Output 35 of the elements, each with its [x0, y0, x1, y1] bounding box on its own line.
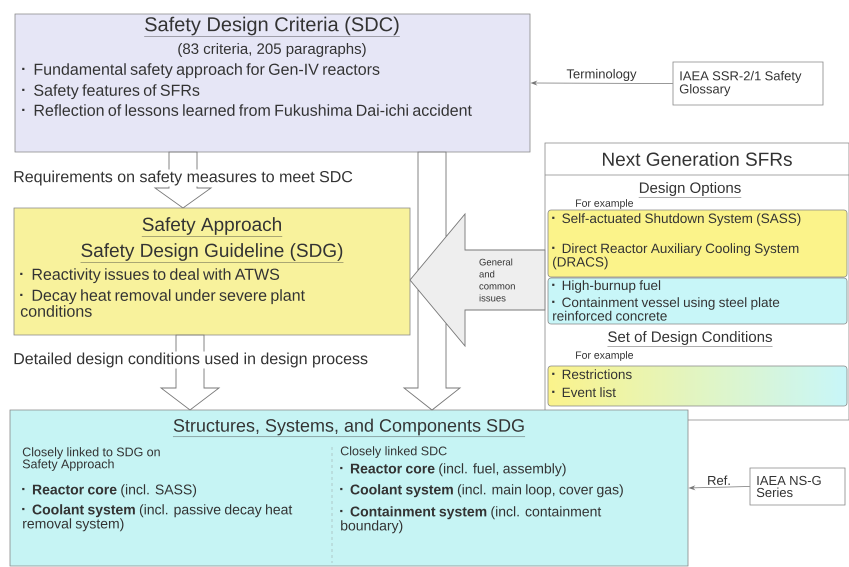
edge-label: Ref.	[706, 474, 732, 486]
annotation-text: Detailed design conditions used in design process	[12, 352, 370, 368]
box-heading: Safety Design Guideline (SDG)	[80, 243, 344, 262]
note-text: Closely linked to SDG on Safety Approach	[22, 447, 160, 471]
annotation-text: Requirements on safety measures to meet SDC	[12, 170, 354, 186]
box-heading: Safety Design Criteria (SDC)	[144, 16, 400, 37]
bullet-text: Reactor core (incl. fuel, assembly)	[340, 463, 566, 476]
edge-label: General and common issues	[478, 258, 526, 302]
bullet-text: Restrictions	[552, 369, 632, 380]
subheading: (83 criteria, 205 paragraphs)	[178, 43, 366, 57]
reference-text: IAEA NS-G Series	[756, 476, 821, 498]
bullet-text: Direct Reactor Auxiliary Cooling System (DRACS)	[552, 243, 798, 270]
bullet-text: Decay heat removal under severe plant conditions	[20, 289, 305, 317]
box-heading: Structures, Systems, and Components SDG	[172, 418, 526, 437]
bullet-text: Event list	[552, 387, 616, 398]
note-text: For example	[576, 199, 634, 209]
reference-text: IAEA SSR-2/1 Safety Glossary	[680, 70, 802, 96]
bullet-text: Containment system (incl. containment boundary)	[340, 506, 602, 534]
bullet-text: Reactivity issues to deal with ATWS	[20, 268, 280, 284]
section-heading: Design Options	[638, 182, 742, 198]
note-text: Closely linked SDC	[340, 446, 447, 458]
section-heading: Set of Design Conditions	[607, 331, 773, 347]
bullet-text: Coolant system (incl. main loop, cover gas)	[340, 484, 623, 498]
panel-heading: Next Generation SFRs	[603, 152, 792, 166]
bullet-text: Reactor core (incl. SASS)	[22, 484, 196, 498]
bullet-text: Coolant system (incl. passive decay heat removal system)	[22, 504, 292, 532]
box-heading: Safety Approach	[142, 217, 282, 236]
bullet-text: Self-actuated Shutdown System (SASS)	[552, 213, 800, 226]
bullet-text: High-burnup fuel	[552, 280, 660, 293]
bullet-text: Fundamental safety approach for Gen-IV reactors	[22, 63, 380, 78]
bullet-text: Reflection of lessons learned from Fukushima Dai-ichi accident	[22, 104, 472, 116]
bullet-text: Containment vessel using steel plate reinforced concrete	[552, 297, 780, 321]
bullet-text: Safety features of SFRs	[22, 84, 200, 100]
note-text: For example	[576, 351, 634, 361]
edge-label: Terminology	[565, 68, 638, 82]
